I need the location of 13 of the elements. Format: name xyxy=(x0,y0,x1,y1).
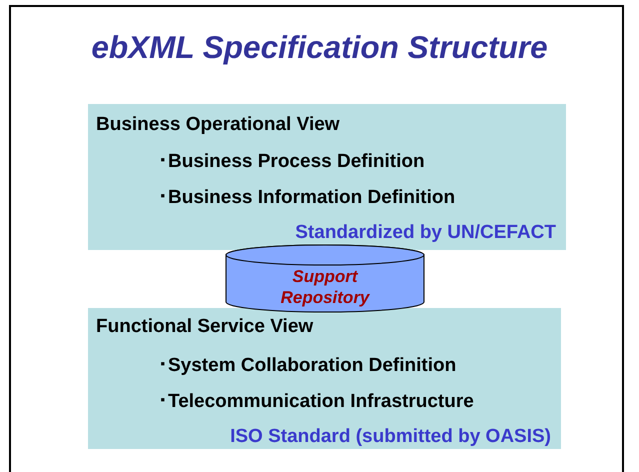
list-item: ･Telecommunication Infrastructure xyxy=(158,390,474,413)
view-panel xyxy=(88,104,566,250)
title: ebXML Specification Structure xyxy=(90,29,549,66)
node-label: Support Repository xyxy=(280,266,371,308)
list-item: ･Business Process Definition xyxy=(158,150,425,173)
panel-heading: Functional Service View xyxy=(96,316,314,338)
standard-note: ISO Standard (submitted by OASIS) xyxy=(230,426,551,448)
panel-heading: Business Operational View xyxy=(96,114,340,136)
standard-note: Standardized by UN/CEFACT xyxy=(295,222,556,244)
view-panel xyxy=(88,308,561,449)
list-item: ･Business Information Definition xyxy=(158,186,456,209)
repository-cylinder xyxy=(225,244,425,313)
list-item: ･System Collaboration Definition xyxy=(158,354,456,377)
